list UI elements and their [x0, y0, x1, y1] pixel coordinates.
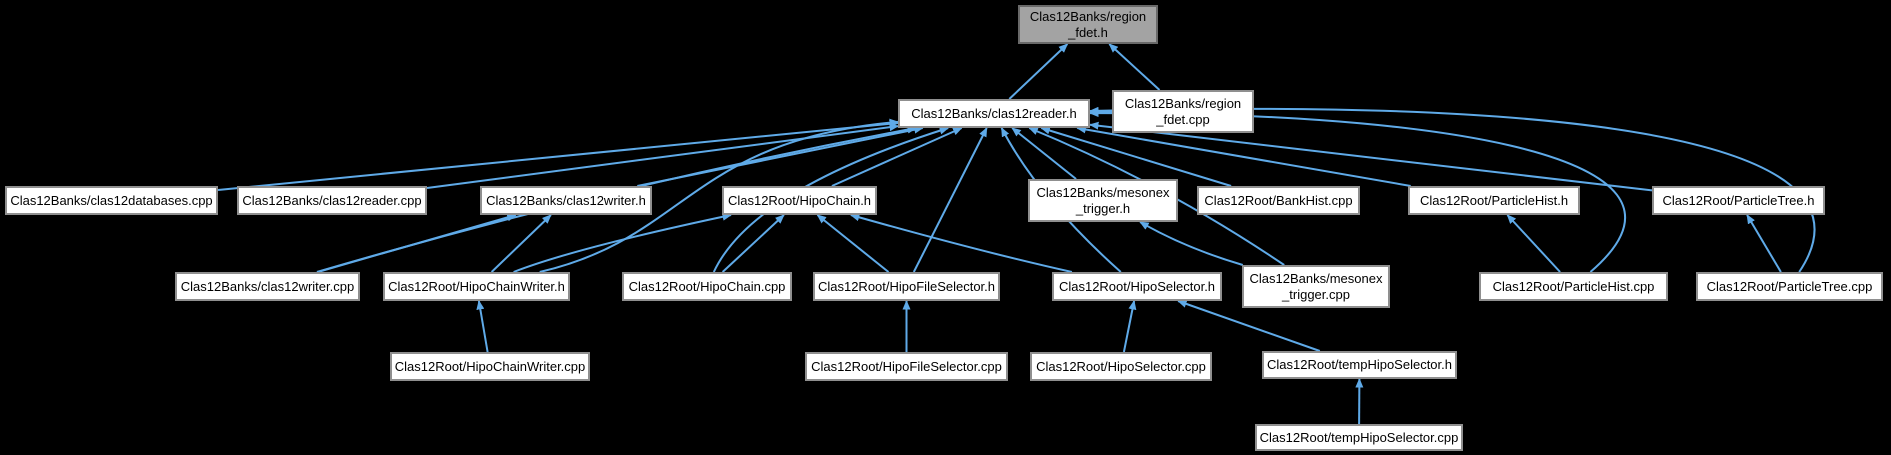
- graph-node-label: Clas12Banks/clas12writer.h: [486, 192, 646, 208]
- graph-node-label: Clas12Root/HipoChain.h: [727, 192, 872, 208]
- dependency-edge-clas12writer_cpp-to-clas12writer_h: [317, 213, 517, 273]
- graph-node-label: Clas12Banks/clas12reader.h: [911, 105, 1077, 121]
- dependency-edge-particletree_cpp-to-clas12reader_h: [1089, 106, 1816, 273]
- dependency-edge-mesonex_trigger_h-to-clas12reader_h: [1011, 127, 1077, 180]
- dependency-edge-clas12databases_cpp-to-clas12reader_h: [217, 119, 899, 191]
- graph-node-clas12writer_h[interactable]: Clas12Banks/clas12writer.h: [480, 186, 652, 215]
- dependency-edge-hipochainwriter_cpp-to-hipochainwriter_h: [476, 300, 489, 353]
- graph-node-label: Clas12Banks/mesonex: [1036, 184, 1170, 200]
- graph-node-label: Clas12Root/HipoFileSelector.h: [817, 278, 996, 294]
- graph-node-label: Clas12Root/ParticleTree.cpp: [1706, 278, 1873, 294]
- dependency-edge-hipochain_cpp-to-hipochain_h: [721, 214, 785, 273]
- graph-node-label: Clas12Root/ParticleTree.h: [1662, 192, 1815, 208]
- graph-node-label: Clas12Root/ParticleHist.h: [1419, 192, 1569, 208]
- graph-node-temphiposelector_cpp[interactable]: Clas12Root/tempHipoSelector.cpp: [1255, 424, 1463, 451]
- graph-node-clas12reader_h[interactable]: Clas12Banks/clas12reader.h: [898, 99, 1090, 128]
- graph-node-label: Clas12Banks/mesonex: [1249, 270, 1383, 286]
- graph-node-particletree_cpp[interactable]: Clas12Root/ParticleTree.cpp: [1696, 272, 1883, 301]
- graph-node-label: Clas12Banks/region: [1124, 95, 1242, 111]
- dependency-edge-hipochainwriter_h-to-clas12reader_h: [539, 118, 899, 273]
- graph-node-label: Clas12Root/HipoChainWriter.cpp: [394, 358, 586, 374]
- graph-node-label: Clas12Root/tempHipoSelector.cpp: [1259, 429, 1459, 445]
- dependency-edge-clas12reader_cpp-to-clas12reader_h: [426, 123, 899, 189]
- graph-node-particlehist_cpp[interactable]: Clas12Root/ParticleHist.cpp: [1479, 272, 1668, 301]
- graph-node-clas12writer_cpp[interactable]: Clas12Banks/clas12writer.cpp: [175, 272, 360, 301]
- graph-node-hipochainwriter_h[interactable]: Clas12Root/HipoChainWriter.h: [383, 272, 570, 301]
- dependency-edge-mesonex_trigger_cpp-to-mesonex_trigger_h: [1139, 221, 1244, 266]
- graph-node-label: _trigger.cpp: [1282, 286, 1350, 302]
- graph-node-label: Clas12Root/HipoChainWriter.h: [388, 278, 565, 294]
- graph-node-hipofileselector_h[interactable]: Clas12Root/HipoFileSelector.h: [813, 272, 1000, 301]
- graph-node-label: Clas12Root/HipoSelector.h: [1058, 278, 1216, 294]
- graph-node-label: Clas12Banks/region: [1029, 8, 1147, 24]
- graph-node-particlehist_h[interactable]: Clas12Root/ParticleHist.h: [1408, 186, 1580, 215]
- dependency-edge-hipofileselector_h-to-hipochain_h: [816, 214, 890, 273]
- dependency-edge-region_fdet_cpp-to-region_fdet_h: [1108, 43, 1161, 91]
- graph-node-hiposelector_h[interactable]: Clas12Root/HipoSelector.h: [1052, 272, 1222, 301]
- graph-node-label: Clas12Banks/clas12reader.cpp: [242, 192, 422, 208]
- dependency-edge-particlehist_cpp-to-particlehist_h: [1506, 214, 1561, 273]
- dependency-edge-hipochainwriter_h-to-clas12writer_h: [490, 214, 552, 273]
- graph-node-hipochain_h[interactable]: Clas12Root/HipoChain.h: [722, 186, 877, 215]
- graph-node-hipochain_cpp[interactable]: Clas12Root/HipoChain.cpp: [622, 272, 792, 301]
- dependency-edge-temphiposelector_h-to-hiposelector_h: [1177, 300, 1321, 352]
- graph-node-label: Clas12Banks/clas12writer.cpp: [180, 278, 355, 294]
- graph-node-clas12reader_cpp[interactable]: Clas12Banks/clas12reader.cpp: [237, 186, 427, 215]
- graph-node-label: Clas12Root/tempHipoSelector.h: [1267, 357, 1452, 372]
- graph-node-label: _fdet.h: [1068, 24, 1108, 40]
- dependency-edge-bankhist_cpp-to-clas12reader_h: [1040, 126, 1232, 187]
- dependency-edge-hipofileselector_h-to-clas12reader_h: [912, 127, 988, 273]
- dependency-edge-clas12reader_h-to-region_fdet_h: [1008, 43, 1069, 100]
- graph-node-region_fdet_h: Clas12Banks/region_fdet.h: [1018, 5, 1158, 44]
- dependency-edge-particlehist_h-to-clas12reader_h: [1076, 125, 1411, 187]
- graph-node-particletree_h[interactable]: Clas12Root/ParticleTree.h: [1652, 186, 1825, 215]
- graph-node-hiposelector_cpp[interactable]: Clas12Root/HipoSelector.cpp: [1030, 352, 1212, 381]
- graph-node-temphiposelector_h[interactable]: Clas12Root/tempHipoSelector.h: [1262, 351, 1457, 379]
- dependency-edge-particletree_h-to-clas12reader_h: [1089, 121, 1653, 192]
- graph-node-label: Clas12Root/HipoSelector.cpp: [1036, 358, 1206, 374]
- graph-node-region_fdet_cpp[interactable]: Clas12Banks/region_fdet.cpp: [1112, 90, 1254, 133]
- graph-node-label: Clas12Root/BankHist.cpp: [1204, 192, 1353, 208]
- graph-node-mesonex_trigger_cpp[interactable]: Clas12Banks/mesonex_trigger.cpp: [1242, 265, 1390, 308]
- dependency-edge-hipochainwriter_h-to-hipochain_h: [513, 212, 732, 273]
- graph-node-mesonex_trigger_h[interactable]: Clas12Banks/mesonex_trigger.h: [1028, 179, 1178, 222]
- graph-node-label: Clas12Root/HipoChain.cpp: [628, 278, 786, 294]
- graph-node-clas12databases_cpp[interactable]: Clas12Banks/clas12databases.cpp: [5, 186, 218, 215]
- dependency-edge-hipochain_h-to-clas12reader_h: [831, 127, 963, 187]
- graph-node-hipochainwriter_cpp[interactable]: Clas12Root/HipoChainWriter.cpp: [390, 352, 590, 381]
- dependency-edge-hiposelector_cpp-to-hiposelector_h: [1122, 300, 1137, 353]
- graph-node-label: Clas12Banks/clas12databases.cpp: [10, 192, 213, 208]
- graph-node-label: _trigger.h: [1075, 200, 1131, 216]
- graph-node-label: Clas12Root/ParticleHist.cpp: [1492, 278, 1655, 294]
- dependency-edge-particletree_cpp-to-particletree_h: [1746, 214, 1782, 273]
- graph-node-bankhist_cpp[interactable]: Clas12Root/BankHist.cpp: [1197, 186, 1360, 215]
- graph-node-label: _fdet.cpp: [1156, 111, 1210, 127]
- graph-node-hipofileselector_cpp[interactable]: Clas12Root/HipoFileSelector.cpp: [805, 352, 1008, 381]
- dependency-edge-hiposelector_h-to-hipochain_h: [849, 213, 1073, 273]
- graph-node-label: Clas12Root/HipoFileSelector.cpp: [811, 358, 1002, 374]
